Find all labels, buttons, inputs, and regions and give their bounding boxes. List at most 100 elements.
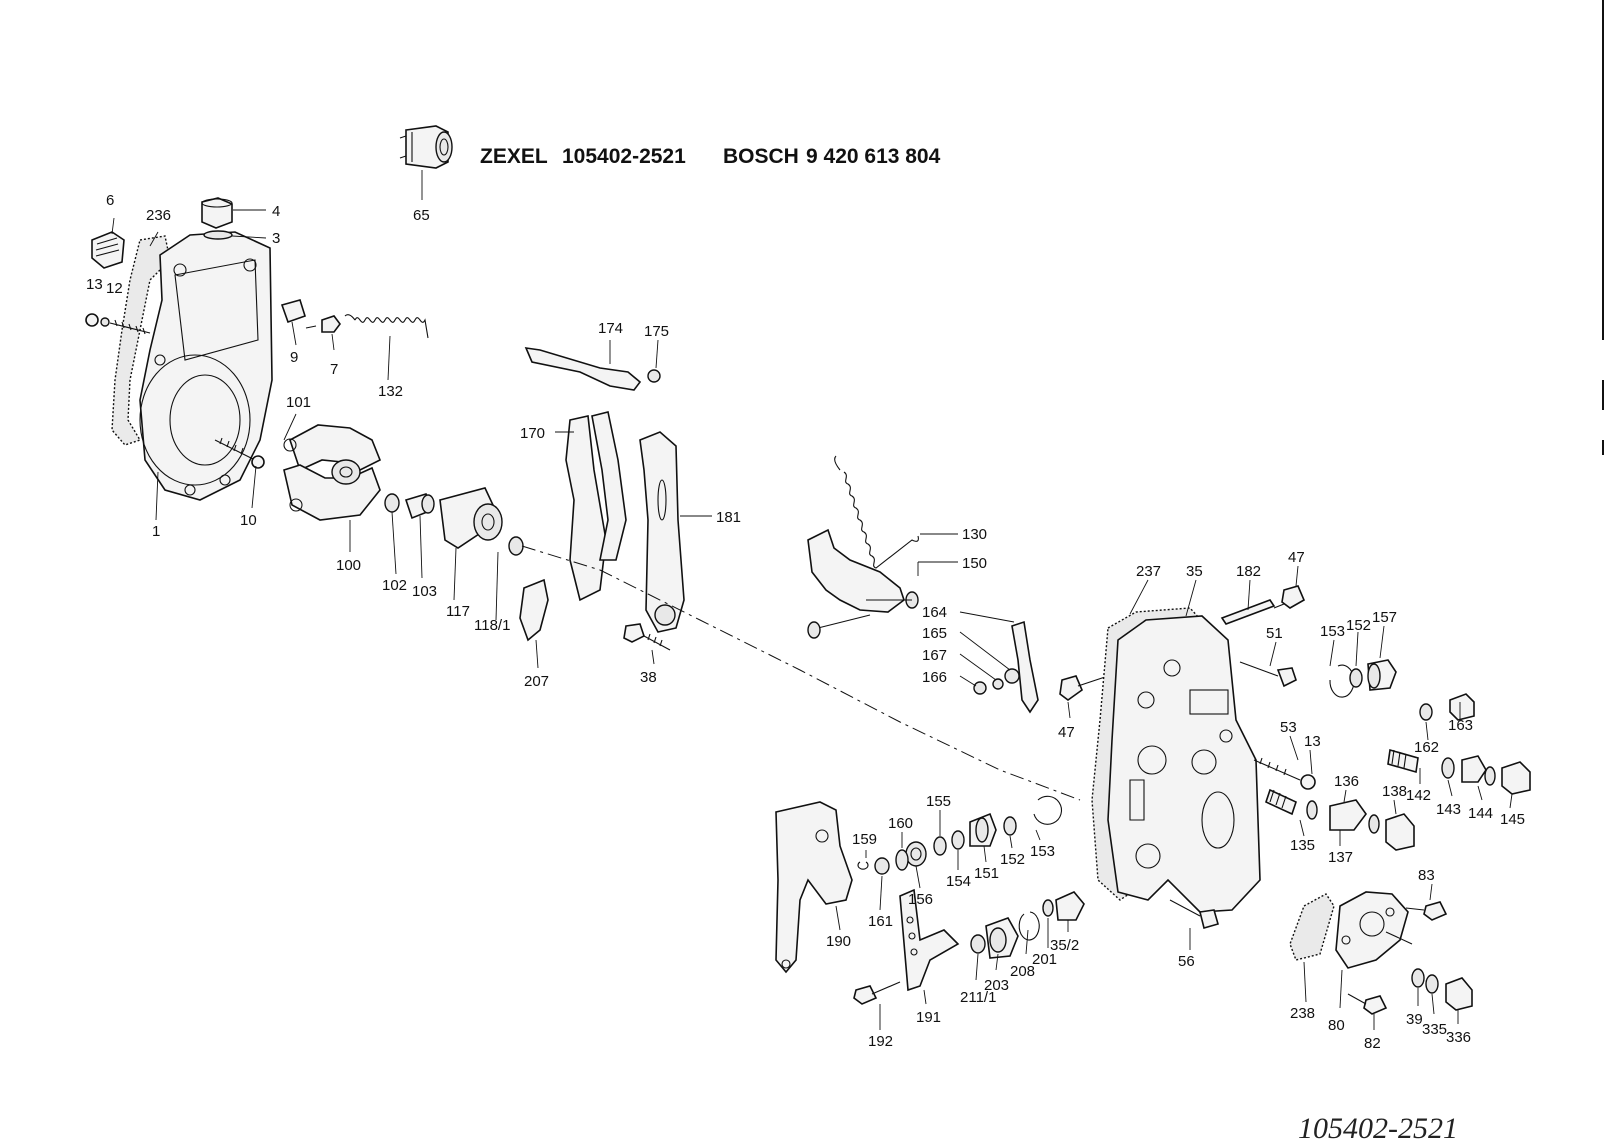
header-line: 65 ZEXEL 105402-2521 BOSCH 9 420 613 804	[399, 125, 941, 224]
callout-166: 166	[922, 669, 947, 686]
callout-170: 170	[520, 425, 545, 442]
callout-35-2: 35/2	[1050, 937, 1079, 954]
callout-102: 102	[382, 577, 407, 594]
callout-156: 156	[908, 891, 933, 908]
callout-153b: 153	[1030, 843, 1055, 860]
small-lever-164-group	[973, 620, 1039, 714]
bushing-203-group	[970, 891, 1085, 959]
spring-208-icon	[1018, 911, 1040, 941]
washer-211-icon	[970, 934, 986, 954]
callout-163: 163	[1448, 717, 1473, 734]
bolt-53-icon	[1253, 757, 1316, 790]
callout-211-1: 211/1	[960, 989, 996, 1006]
shaft-seal-group	[857, 795, 1063, 875]
fitting-35-2-icon	[1055, 891, 1085, 921]
washer-3-icon	[203, 230, 233, 240]
callout-53: 53	[1280, 719, 1297, 736]
part-number-bosch: 9 420 613 804	[806, 145, 941, 168]
callout-208: 208	[1010, 963, 1035, 980]
bolt-7-icon	[305, 315, 341, 333]
plug-6-icon	[91, 231, 125, 269]
callout-153a: 153	[1320, 623, 1345, 640]
callout-143: 143	[1436, 801, 1461, 818]
washer-118-icon	[508, 536, 524, 556]
callout-47b: 47	[1288, 549, 1305, 566]
callout-51: 51	[1266, 625, 1283, 642]
callout-137: 137	[1328, 849, 1353, 866]
washer-167-icon	[992, 678, 1004, 690]
clip-166-icon	[973, 681, 987, 695]
washer-162-icon	[1419, 703, 1433, 721]
cover-plate-238-group	[1289, 891, 1473, 1015]
bolt-51-icon	[1239, 661, 1297, 688]
screw-135-icon	[1265, 788, 1297, 816]
brand-zexel: ZEXEL	[480, 145, 548, 168]
callout-191: 191	[916, 1009, 941, 1026]
callout-103: 103	[412, 583, 437, 600]
washer-335-icon	[1425, 974, 1439, 994]
callout-162: 162	[1414, 739, 1439, 756]
cap-138-icon	[1385, 813, 1415, 851]
callout-65: 65	[413, 207, 430, 224]
callout-207: 207	[524, 673, 549, 690]
part-number-zexel: 105402-2521	[562, 145, 686, 168]
callout-165: 165	[922, 625, 947, 642]
washer-143-icon	[1441, 757, 1455, 779]
screw-163-icon	[1449, 693, 1475, 721]
callout-130: 130	[962, 526, 987, 543]
callout-174: 174	[598, 320, 623, 337]
callout-154: 154	[946, 873, 971, 890]
washer-137-icon	[1368, 814, 1380, 834]
part-65-nut-icon	[399, 125, 453, 169]
callout-167: 167	[922, 647, 947, 664]
callout-117: 117	[446, 603, 470, 620]
bolt-47b-icon	[1273, 585, 1306, 609]
callout-142: 142	[1406, 787, 1431, 804]
plug-4-icon	[201, 197, 233, 229]
callout-82: 82	[1364, 1035, 1381, 1052]
bolt-38-icon	[623, 623, 671, 651]
link-174-icon	[524, 347, 642, 391]
callout-152a: 152	[1346, 617, 1371, 634]
callout-38: 38	[640, 669, 657, 686]
screw-10-icon	[214, 437, 265, 469]
callout-12: 12	[106, 280, 123, 297]
callout-80: 80	[1328, 1017, 1345, 1034]
lever-181-icon	[639, 431, 685, 633]
leader-lines	[111, 209, 1513, 1030]
spacer-160-icon	[895, 849, 909, 871]
washer-165-icon	[1004, 668, 1020, 684]
callout-13a: 13	[86, 276, 103, 293]
clip-9-icon	[280, 299, 306, 324]
screw-142-icon	[1387, 748, 1419, 774]
callout-3: 3	[272, 230, 280, 247]
washer-102-icon	[384, 493, 400, 513]
callout-56: 56	[1178, 953, 1195, 970]
callout-132: 132	[378, 383, 403, 400]
callout-238: 238	[1290, 1005, 1315, 1022]
block-207-icon	[519, 578, 549, 642]
callout-4: 4	[272, 203, 280, 220]
lever-170-icon	[565, 415, 607, 602]
callout-335: 335	[1422, 1021, 1447, 1038]
callout-144: 144	[1468, 805, 1493, 822]
lever-164-icon	[1011, 620, 1039, 714]
lever-assembly-group	[519, 347, 685, 651]
callout-181: 181	[716, 509, 741, 526]
bolt-82-icon	[1347, 993, 1388, 1015]
nut-136-icon	[1329, 799, 1367, 831]
callout-157: 157	[1372, 609, 1397, 626]
o-ring-152b-icon	[1003, 816, 1017, 836]
cap-145-icon	[1501, 761, 1531, 795]
clip-159-icon	[857, 861, 869, 870]
sleeve-103-icon	[404, 493, 435, 520]
brand-bosch: BOSCH	[723, 145, 799, 168]
bolt-83-icon	[1405, 901, 1448, 921]
callout-190: 190	[826, 933, 851, 950]
callout-164: 164	[922, 604, 947, 621]
callout-13b: 13	[1304, 733, 1321, 750]
tension-lever-group	[807, 455, 919, 639]
callout-47a: 47	[1058, 724, 1075, 741]
gasket-238	[1289, 893, 1335, 961]
